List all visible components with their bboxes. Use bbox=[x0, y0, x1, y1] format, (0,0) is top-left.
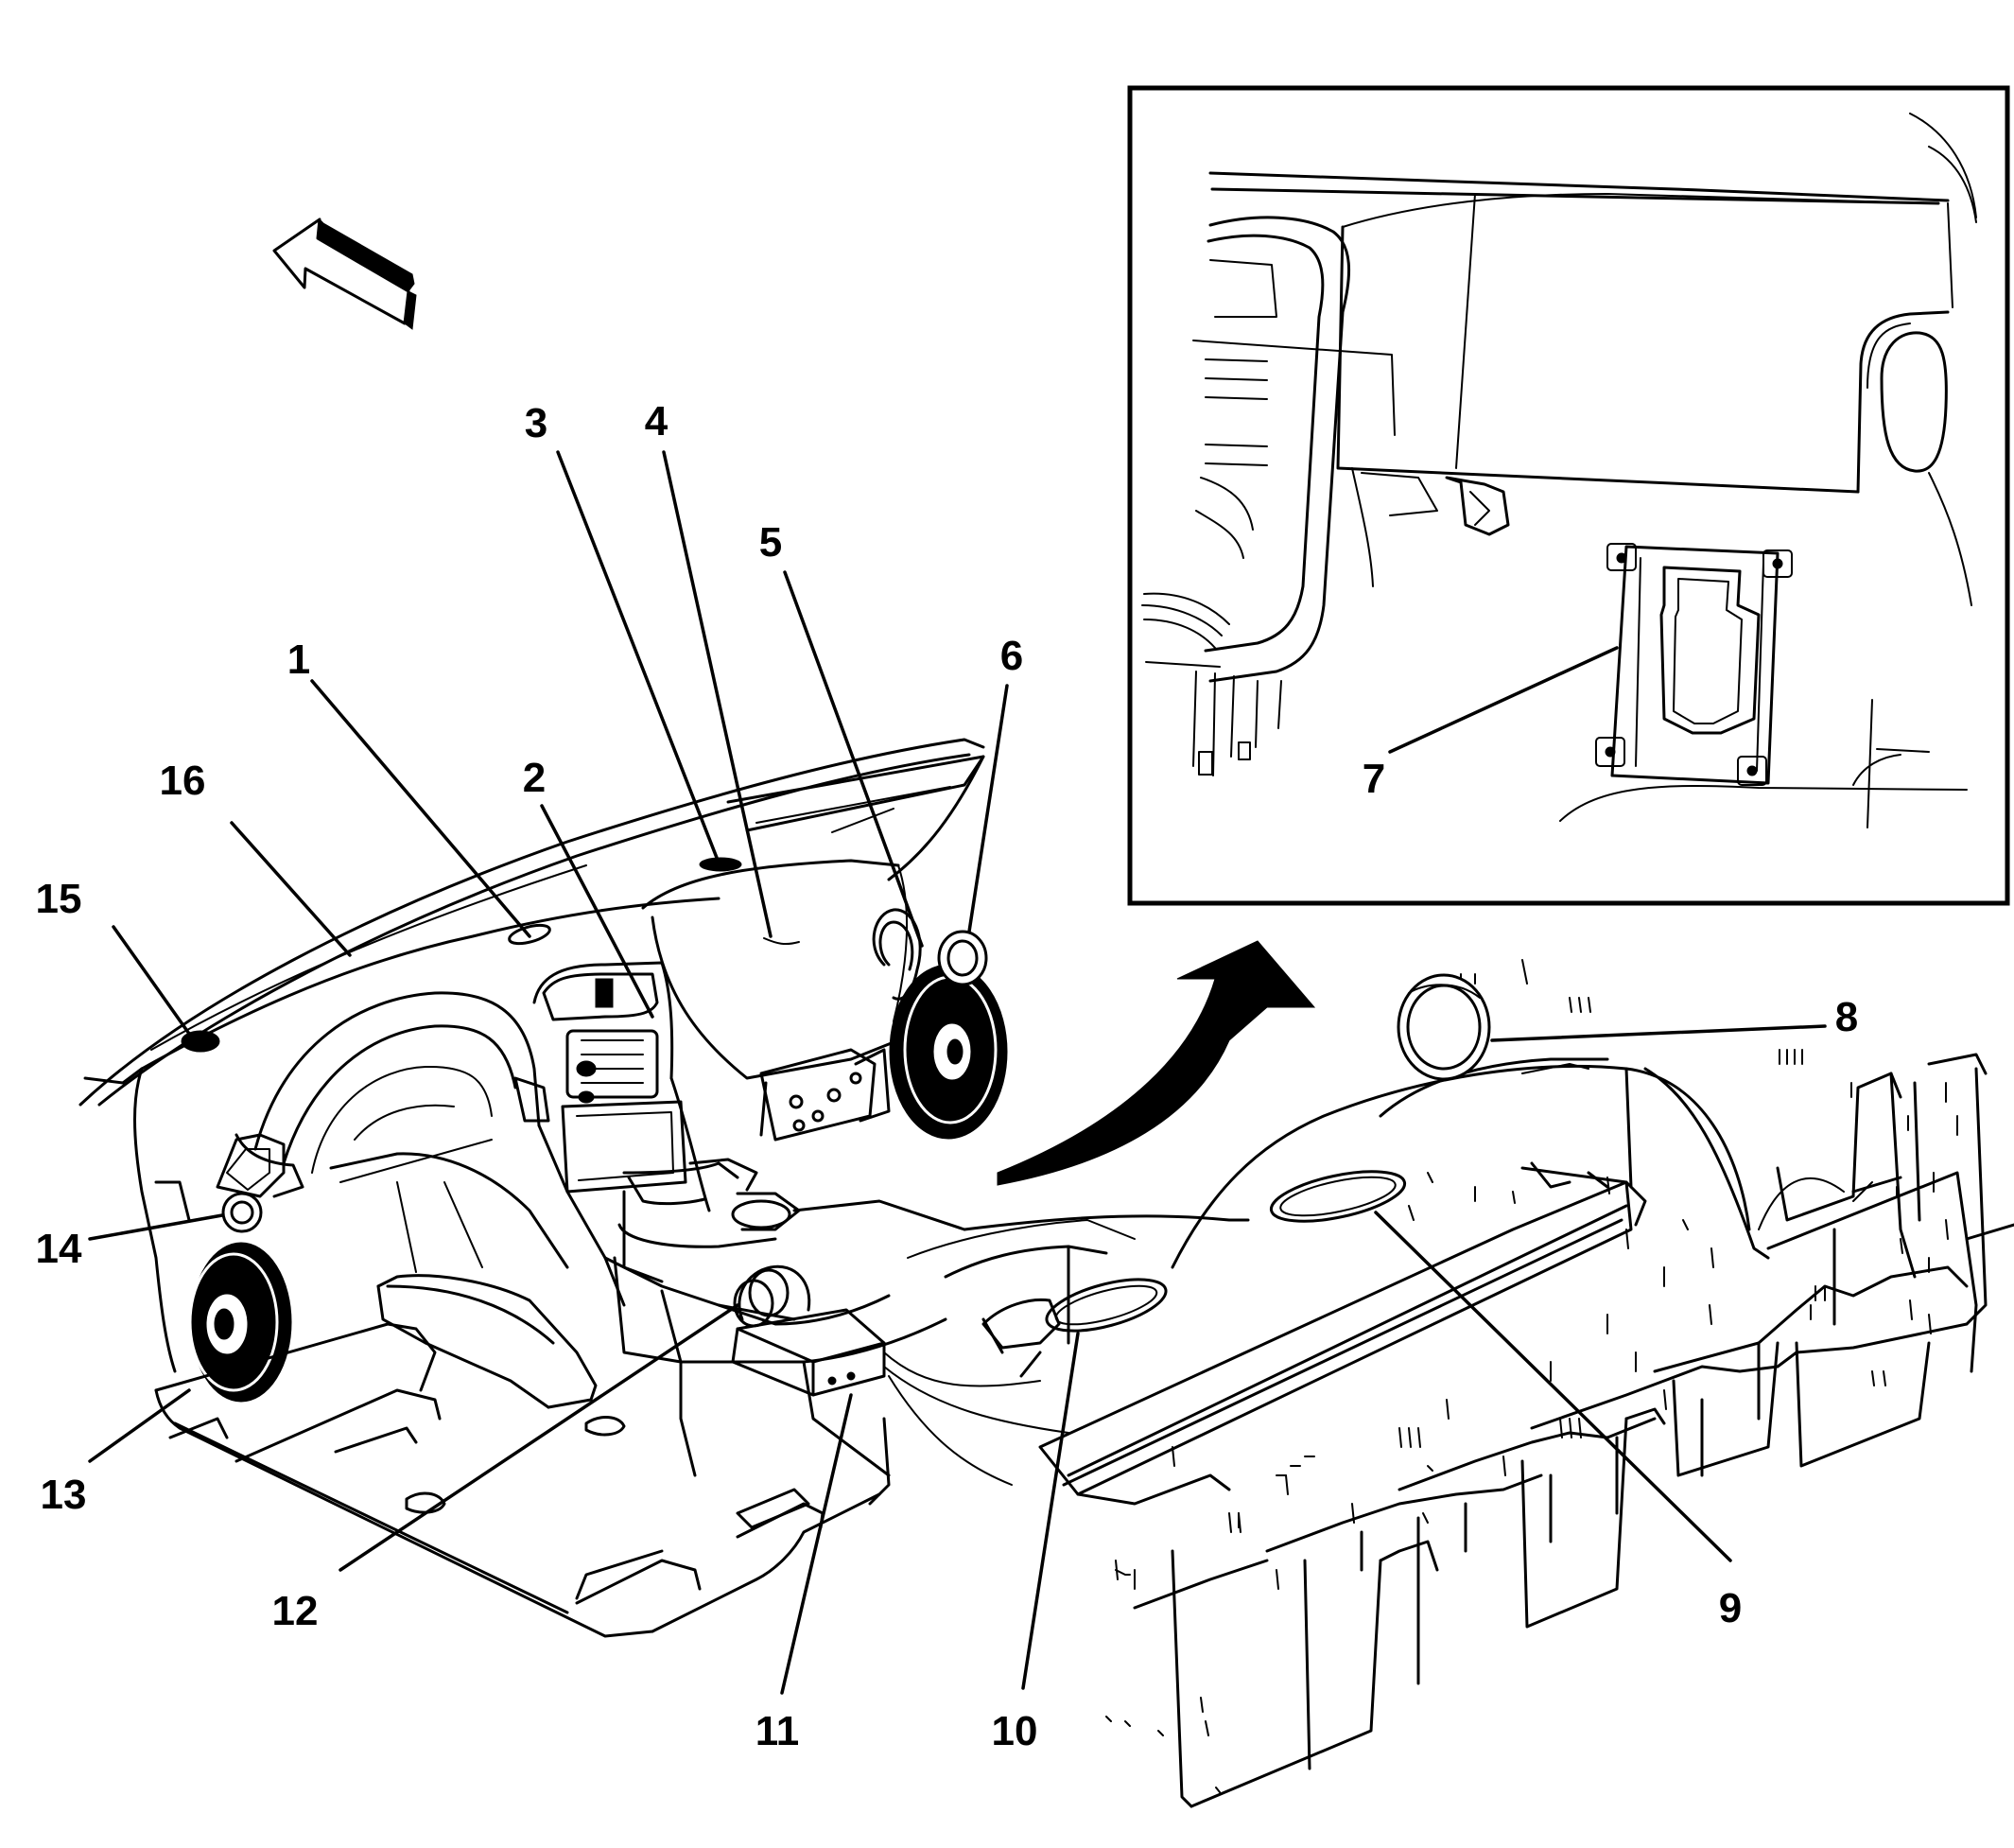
callout-16: 16 bbox=[160, 758, 206, 804]
callout-10: 10 bbox=[992, 1708, 1038, 1754]
callout-9: 9 bbox=[1719, 1585, 1742, 1631]
callout-12: 12 bbox=[272, 1588, 319, 1634]
callout-8: 8 bbox=[1835, 994, 1858, 1040]
amplifier-module bbox=[731, 1264, 886, 1397]
right-door-woofer-speaker bbox=[889, 964, 1008, 1140]
callout-11: 11 bbox=[755, 1708, 800, 1754]
callout-labels: 1 2 3 4 5 6 7 8 9 10 11 12 13 14 15 16 bbox=[36, 398, 1859, 1754]
callout-5: 5 bbox=[759, 519, 782, 566]
front-direction-arrow-icon bbox=[272, 218, 417, 330]
right-door-tweeter-speaker bbox=[937, 930, 988, 986]
rear-speaker bbox=[1397, 973, 1491, 1081]
callout-14: 14 bbox=[36, 1226, 82, 1272]
callout-13: 13 bbox=[41, 1472, 87, 1518]
callout-2: 2 bbox=[523, 755, 546, 801]
callout-3: 3 bbox=[525, 400, 547, 446]
detail-view-arrow-icon bbox=[997, 940, 1316, 1186]
callout-7: 7 bbox=[1363, 756, 1385, 802]
callout-4: 4 bbox=[645, 398, 668, 445]
vehicle-interior-illustration bbox=[78, 450, 2014, 1808]
callout-6: 6 bbox=[1000, 633, 1023, 679]
amplifier-mounting-bracket bbox=[1595, 543, 1793, 786]
left-door-tweeter-speaker bbox=[221, 1192, 263, 1233]
callout-1: 1 bbox=[287, 636, 310, 683]
rear-cargo-floor-access-covers bbox=[1045, 1170, 1407, 1333]
inset-detail-view bbox=[1127, 85, 2010, 906]
left-door-woofer-speaker bbox=[188, 1242, 292, 1403]
callout-15: 15 bbox=[36, 876, 82, 922]
